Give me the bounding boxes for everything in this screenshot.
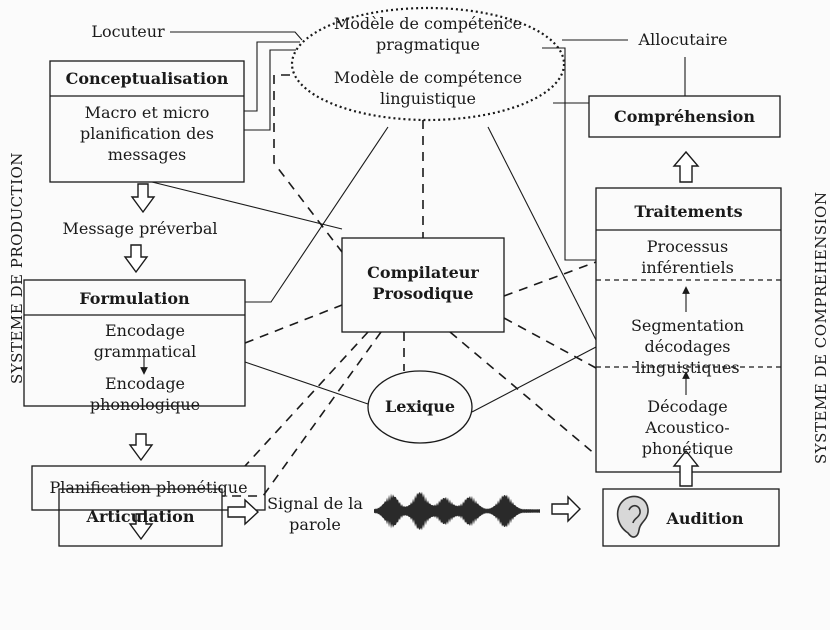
- speech-signal-label: Signal de la parole: [267, 494, 363, 534]
- speech-waveform: [374, 491, 540, 531]
- conceptualisation-box: [49, 60, 245, 183]
- comprehension-system-label: SYSTEME DE COMPREHENSION: [812, 191, 830, 464]
- listener-label: Allocutaire: [638, 30, 728, 49]
- lexicon-label: Lexique: [384, 397, 456, 416]
- prosodic-compiler-label: Compilateur Prosodique: [367, 263, 479, 303]
- segmentation-label: Segmentation décodages linguistiques: [630, 316, 745, 377]
- pragmatic-model-label: Modèle de compétence pragmatique: [333, 14, 523, 54]
- competence-models-ellipse: [290, 6, 566, 122]
- comprehension-label: Compréhension: [614, 107, 755, 126]
- phonetic-planning-box: [31, 465, 266, 511]
- articulation-label: Articulation: [86, 507, 195, 526]
- conceptualisation-body: Macro et micro planification des message…: [80, 103, 214, 164]
- production-system-label: SYSTEME DE PRODUCTION: [8, 152, 26, 384]
- conceptualisation-title: Conceptualisation: [65, 69, 229, 88]
- speaker-label: Locuteur: [91, 22, 165, 41]
- articulation-box: [58, 488, 223, 547]
- arrow-processing-to-comprehension: [672, 150, 700, 183]
- linguistic-model-label: Modèle de compétence linguistique: [333, 68, 523, 108]
- arrow-articulation-to-signal: [227, 498, 260, 526]
- lexicon-ellipse: [367, 370, 473, 444]
- phonetic-planning-label: Planification phonétique: [49, 478, 248, 497]
- arrow-signal-to-audition: [551, 495, 581, 523]
- inferential-processes-label: Processus inférentiels: [641, 237, 734, 277]
- arrow-formulation-to-planning: [128, 433, 154, 462]
- audition-label: Audition: [666, 509, 744, 528]
- preverbal-message-label: Message préverbal: [62, 219, 218, 238]
- grammatical-encoding-label: Encodage grammatical: [93, 321, 197, 361]
- arrow-audition-to-processing: [672, 449, 700, 487]
- arrow-planning-to-articulation: [128, 513, 154, 541]
- acoustic-decoding-label: Décodage Acoustico-phonétique: [641, 397, 734, 458]
- audition-box: [602, 488, 780, 547]
- formulation-title: Formulation: [79, 289, 190, 308]
- arrow-concept-to-message: [130, 183, 156, 214]
- processing-title: Traitements: [634, 202, 743, 221]
- ear-icon: [616, 495, 649, 538]
- phonological-encoding-label: Encodage phonologique: [89, 374, 201, 414]
- arrow-message-to-formulation: [123, 244, 149, 274]
